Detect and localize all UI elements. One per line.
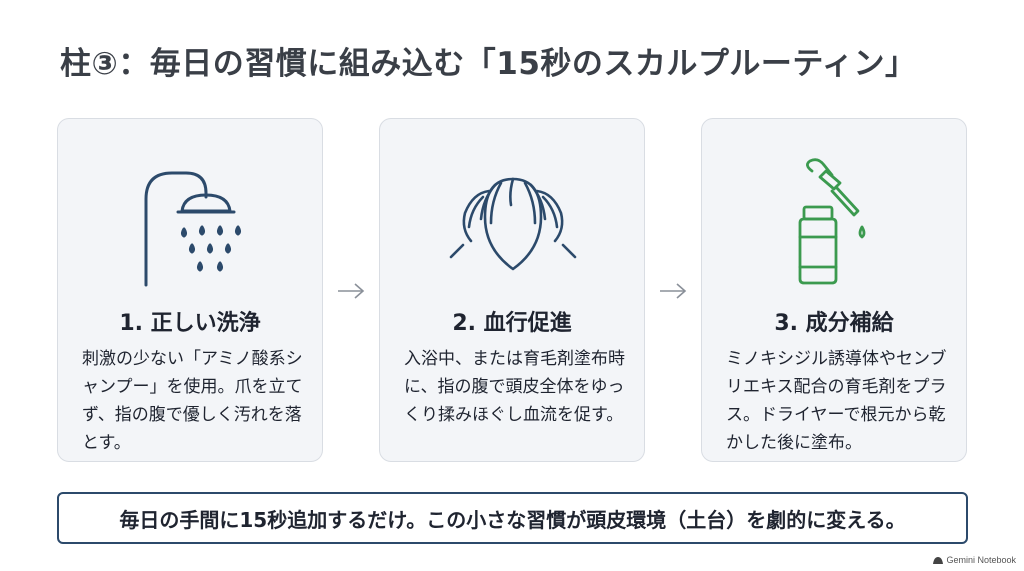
- step-description: 刺激の少ない「アミノ酸系シャンプー」を使用。爪を立てず、指の腹で優しく汚れを落と…: [82, 349, 303, 453]
- step-heading: 1. 正しい洗浄: [119, 311, 261, 336]
- brand-label: Gemini Notebook: [946, 555, 1016, 565]
- step-description: 入浴中、または育毛剤塗布時に、指の腹で頭皮全体をゆっくり揉みほぐし血流を促す。: [404, 349, 625, 425]
- gemini-logo-icon: [933, 557, 944, 564]
- step-card-3: 3. 成分補給 ミノキシジル誘導体やセンブリエキス配合の育毛剤をプラス。ドライヤ…: [701, 118, 967, 462]
- step-description: ミノキシジル誘導体やセンブリエキス配合の育毛剤をプラス。ドライヤーで根元から乾か…: [726, 349, 947, 453]
- arrow-right-icon: [660, 283, 687, 299]
- dropper-bottle-icon: [702, 157, 968, 287]
- summary-text: 毎日の手間に15秒追加するだけ。この小さな習慣が頭皮環境（土台）を劇的に変える。: [119, 507, 906, 532]
- step-heading: 2. 血行促進: [452, 311, 572, 336]
- summary-box: 毎日の手間に15秒追加するだけ。この小さな習慣が頭皮環境（土台）を劇的に変える。: [57, 492, 968, 544]
- step-card-2: 2. 血行促進 入浴中、または育毛剤塗布時に、指の腹で頭皮全体をゆっくり揉みほぐ…: [379, 118, 645, 462]
- step-heading: 3. 成分補給: [774, 311, 894, 336]
- brand-watermark: Gemini Notebook: [933, 555, 1016, 565]
- arrow-right-icon: [338, 283, 365, 299]
- shower-icon: [58, 157, 324, 287]
- scalp-massage-icon: [380, 157, 646, 287]
- step-card-1: 1. 正しい洗浄 刺激の少ない「アミノ酸系シャンプー」を使用。爪を立てず、指の腹…: [57, 118, 323, 462]
- page-title: 柱③：毎日の習慣に組み込む「15秒のスカルプルーティン」: [60, 46, 917, 82]
